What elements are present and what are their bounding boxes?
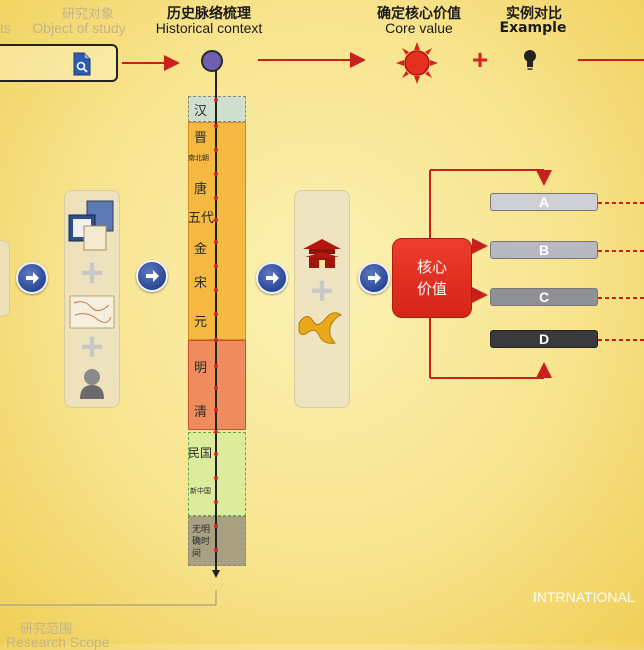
era-label: 唐 xyxy=(194,182,208,197)
arrow-button-3[interactable] xyxy=(256,262,288,294)
arrow-button-4[interactable] xyxy=(358,262,390,294)
right-arrow-icon xyxy=(368,272,381,284)
right-arrow-icon xyxy=(266,272,279,284)
era-label: 清 xyxy=(194,405,208,420)
right-arrow-icon xyxy=(26,272,39,284)
objects-panel: + + xyxy=(64,190,120,408)
history-cn-label: 历史脉络梳理 xyxy=(167,6,251,22)
era-label: 元 xyxy=(194,315,208,330)
example-bar-b[interactable]: B xyxy=(490,241,598,259)
era-label: 无明确时间 xyxy=(192,525,211,559)
example-bar-a[interactable]: A xyxy=(490,193,598,211)
timeline-axis xyxy=(212,70,220,578)
core-en-label: Core value xyxy=(385,20,453,36)
scope-cn-label: 研究范围 xyxy=(20,622,73,637)
architecture-panel: + xyxy=(294,190,350,408)
era-label: 金 xyxy=(194,242,208,257)
era-label: 宋 xyxy=(194,276,208,291)
study-cn-label: 研究对象 xyxy=(61,7,114,22)
ornament-icon xyxy=(298,312,343,344)
history-en-label: Historical context xyxy=(155,20,263,36)
plus-icon-2: + xyxy=(80,325,104,369)
era-label: 汉 xyxy=(194,104,208,119)
right-arrow-icon xyxy=(146,270,159,282)
example-en-label: Example xyxy=(499,20,567,36)
era-label: 新中国 xyxy=(190,487,211,495)
international-label: INTRNATIONAL xyxy=(533,589,635,605)
core-line-2: 价值 xyxy=(416,280,447,298)
era-label: 南北朝 xyxy=(188,154,209,162)
lightbulb-icon xyxy=(524,50,536,70)
arrow-button-1[interactable] xyxy=(16,262,48,294)
scope-en-label: Research Scope xyxy=(6,634,110,650)
document-icon xyxy=(83,225,107,251)
left-fragment-label: ts xyxy=(0,20,11,36)
document-search-icon xyxy=(73,52,91,76)
map-document-icon xyxy=(69,295,115,329)
example-label: D xyxy=(538,331,550,347)
era-label: 晋 xyxy=(194,131,208,146)
core-cn-label: 确定核心价值 xyxy=(377,6,461,22)
arrow-button-2[interactable] xyxy=(136,260,168,292)
example-bar-d[interactable]: D xyxy=(490,330,598,348)
sun-icon xyxy=(396,42,438,84)
era-label: 五代 xyxy=(188,211,215,226)
era-label: 民国 xyxy=(188,446,213,460)
core-value-box[interactable]: 核心 价值 xyxy=(392,238,472,318)
study-object-box[interactable] xyxy=(0,44,118,82)
example-cn-label: 实例对比 xyxy=(506,6,562,22)
plus-icon-1: + xyxy=(80,251,104,295)
plus-icon-3: + xyxy=(310,269,334,313)
core-line-1: 核心 xyxy=(416,257,447,276)
example-bar-c[interactable]: C xyxy=(490,288,598,306)
person-icon xyxy=(80,369,104,399)
left-partial-panel xyxy=(0,240,10,317)
history-node-icon xyxy=(201,50,223,72)
plus-sign: + xyxy=(471,44,489,75)
temple-icon xyxy=(303,239,341,268)
example-label: C xyxy=(538,289,550,305)
study-en-label: Object of study xyxy=(32,20,126,36)
example-label: A xyxy=(538,194,550,210)
example-label: B xyxy=(538,242,550,258)
era-label: 明 xyxy=(194,361,208,376)
